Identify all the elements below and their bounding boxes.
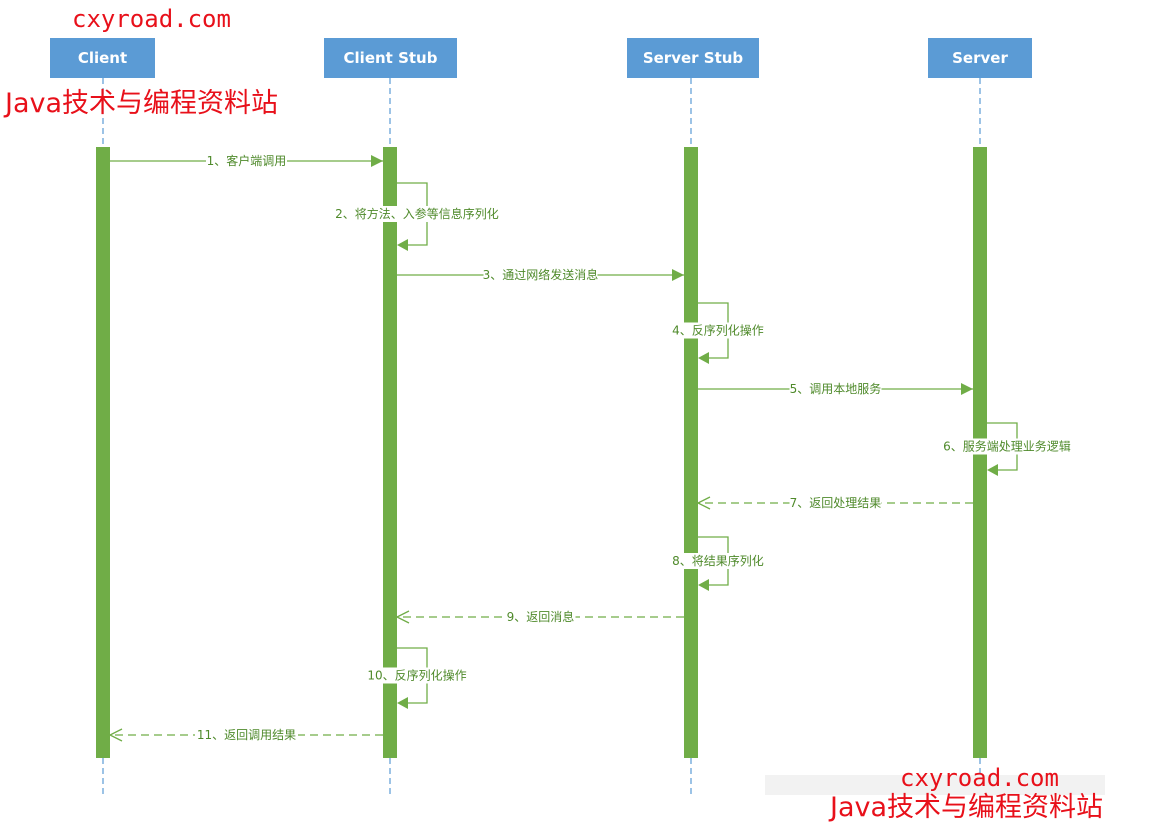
message-label: 8、将结果序列化 [672,553,764,568]
arrowhead-icon [961,383,973,395]
activation-bar [96,147,110,758]
arrowhead-icon [987,464,998,476]
label-background [483,267,598,283]
open-arrowhead-icon [395,610,410,624]
label-background [674,553,762,569]
participant-client: Client [50,38,155,78]
label-background [946,438,1068,455]
watermark-site-top: cxyroad.com [72,5,231,33]
arrowhead-icon [397,239,408,251]
message-label: 9、返回消息 [507,609,575,624]
label-background [367,667,467,684]
label-background [674,322,762,339]
activation-bar [383,147,397,758]
participant-server: Server [928,38,1032,78]
arrowhead-icon [371,155,383,167]
activation-bar [684,147,698,758]
message-label: 2、将方法、入参等信息序列化 [335,206,499,221]
message-label: 1、客户端调用 [207,153,287,168]
arrowhead-icon [698,352,709,364]
open-arrowhead-icon [108,728,123,742]
watermark-title-top: Java技术与编程资料站 [5,88,279,119]
participant-server-stub: Server Stub [627,38,759,78]
message-label: 6、服务端处理业务逻辑 [943,439,1071,454]
label-background [789,381,882,397]
watermark-title-bottom: Java技术与编程资料站 [830,792,1104,823]
label-background [505,609,576,625]
message-label: 11、返回调用结果 [197,728,296,742]
message-label: 5、调用本地服务 [790,381,882,396]
label-background [206,153,287,169]
message-label: 7、返回处理结果 [790,496,882,510]
open-arrowhead-icon [696,496,711,510]
arrowhead-icon [672,269,684,281]
label-background [789,495,882,511]
message-label: 10、反序列化操作 [367,668,466,683]
label-background [340,206,494,222]
message-label: 4、反序列化操作 [672,323,764,338]
watermark-background [765,775,1105,795]
label-background [195,727,298,743]
arrowhead-icon [698,579,709,591]
arrowhead-icon [397,697,408,709]
watermark-site-bottom: cxyroad.com [900,764,1059,792]
participant-client-stub: Client Stub [324,38,457,78]
message-label: 3、通过网络发送消息 [483,267,599,282]
